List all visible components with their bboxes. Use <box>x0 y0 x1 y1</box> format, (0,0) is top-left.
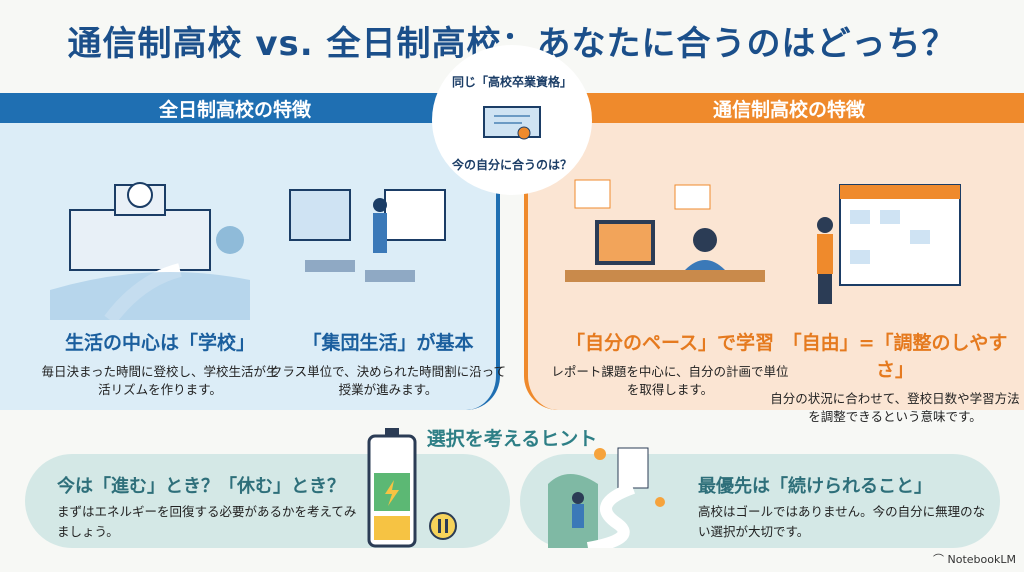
feature-school-centered: 生活の中心は「学校」毎日決まった時間に登校し、学校生活が生活リズムを作ります。 <box>40 328 280 399</box>
hints-title: 選択を考えるヒント <box>426 428 598 450</box>
notebooklm-brand: ⌒ NotebookLM <box>933 551 1016 567</box>
hint-text: 高校はゴールではありません。今の自分に無理のない選択が大切です。 <box>698 504 986 539</box>
hint-card-continue: 最優先は「続けられること」 高校はゴールではありません。今の自分に無理のない選択… <box>520 447 1000 548</box>
hint-title: 最優先は「続けられること」 <box>698 476 932 497</box>
feature-title: 「集団生活」が基本 <box>302 332 474 354</box>
hint-text: まずはエネルギーを回復する必要があるかを考えてみましょう。 <box>57 504 357 539</box>
feature-title: 「自由」=「調整のしやすさ」 <box>782 332 1008 381</box>
school-building-illustration <box>50 182 250 320</box>
feature-title: 「自分のペース」で学習 <box>565 332 775 354</box>
feature-text: 自分の状況に合わせて、登校日数や学習方法を調整できるという意味です。 <box>770 391 1020 424</box>
feature-text: クラス単位で、決められた時間割に沿って授業が進みます。 <box>269 364 507 397</box>
feature-own-pace: 「自分のペース」で学習レポート課題を中心に、自分の計画で単位を取得します。 <box>550 328 790 399</box>
fulltime-banner: 全日制高校の特徴 <box>0 93 470 123</box>
feature-group-life: 「集団生活」が基本クラス単位で、決められた時間割に沿って授業が進みます。 <box>268 328 508 399</box>
center-top-text: 同じ「高校卒業資格」 <box>451 75 572 89</box>
hint-card-rest: 今は「進む」とき？「休む」とき？ まずはエネルギーを回復する必要があるかを考えて… <box>25 428 510 548</box>
battery-icon <box>367 428 457 548</box>
feature-text: レポート課題を中心に、自分の計画で単位を取得します。 <box>551 364 789 397</box>
path-to-gate-illustration <box>548 447 665 548</box>
diploma-icon <box>483 106 541 140</box>
correspondence-banner: 通信制高校の特徴 <box>554 93 1024 123</box>
schedule-calendar-illustration <box>817 184 961 304</box>
classroom-illustration <box>289 189 446 282</box>
feature-flexibility: 「自由」=「調整のしやすさ」自分の状況に合わせて、登校日数や学習方法を調整できる… <box>770 328 1020 426</box>
home-study-illustration <box>565 179 765 282</box>
center-diploma-badge: 同じ「高校卒業資格」 今の自分に合うのは？ <box>432 45 592 195</box>
feature-title: 生活の中心は「学校」 <box>64 332 255 354</box>
hint-title: 今は「進む」とき？「休む」とき？ <box>57 476 345 497</box>
brand-label: NotebookLM <box>947 553 1016 566</box>
notebooklm-logo-icon: ⌒ <box>933 553 948 566</box>
feature-text: 毎日決まった時間に登校し、学校生活が生活リズムを作ります。 <box>41 364 279 397</box>
center-bottom-text: 今の自分に合うのは？ <box>451 158 572 172</box>
